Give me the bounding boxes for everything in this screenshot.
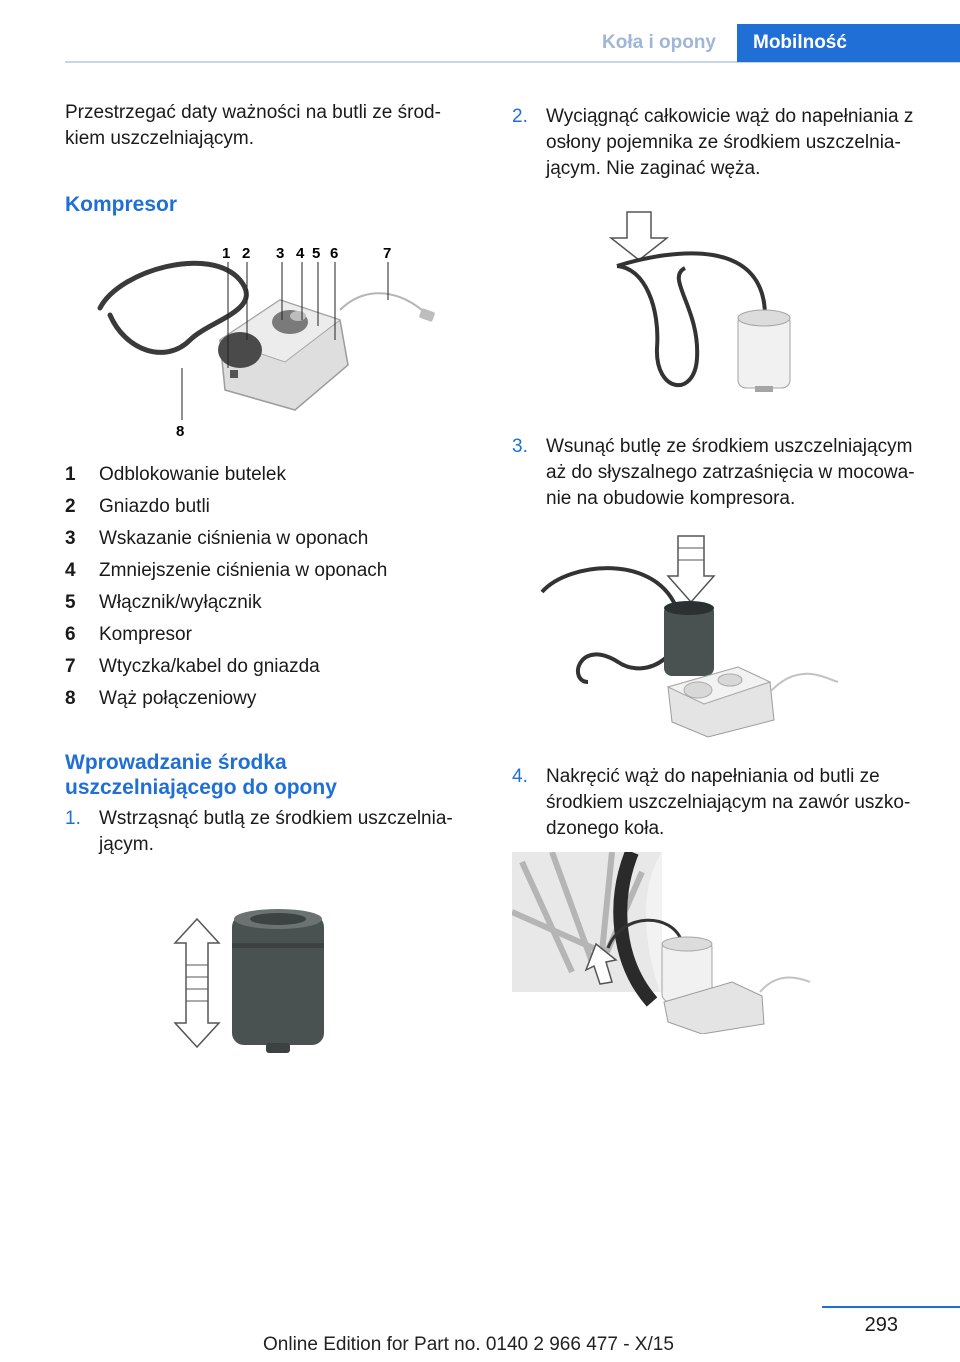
bottle-shake-figure [170, 905, 340, 1060]
legend-text: Wąż połączeniowy [99, 688, 257, 709]
callout-6: 6 [330, 245, 338, 262]
callout-8: 8 [176, 423, 184, 440]
footer-rule [822, 1306, 960, 1308]
legend-item: 7 Wtyczka/kabel do gniazda [65, 654, 475, 686]
step-item: 1. Wstrząsnąć butlą ze środkiem uszczelni… [65, 806, 475, 858]
step-item: 3. Wsunąć butlę ze środkiem uszczelniając… [512, 434, 930, 512]
callout-4: 4 [296, 245, 305, 262]
legend-item: 8 Wąż połączeniowy [65, 686, 475, 718]
step-text: Wsunąć butlę ze środkiem uszczelniającym… [546, 436, 915, 509]
legend-text: Wskazanie ciśnienia w oponach [99, 528, 369, 549]
bottle-shake-illustration [173, 909, 324, 1053]
down-arrow-icon [608, 211, 670, 261]
callout-5: 5 [312, 245, 320, 262]
section-heading: Wprowadzanie środka uszczelniającego do … [65, 751, 337, 799]
down-arrow-icon [666, 535, 716, 604]
legend-list: 1 Odblokowanie butelek 2 Gniazdo butli 3 Ws… [65, 462, 475, 718]
steps-list-left: 1. Wstrząsnąć butlą ze środkiem uszczelni… [65, 806, 475, 858]
hose-illustration [608, 211, 791, 392]
compressor-illustration: 1 2 3 4 5 6 7 8 [97, 245, 435, 440]
intro-paragraph: Przestrzegać daty ważności na butli ze ś… [65, 102, 441, 149]
kompresor-heading: Kompresor [65, 193, 178, 216]
legend-num: 1 [65, 464, 76, 485]
bottle-insert-figure [538, 532, 848, 742]
step-text: Wstrząsnąć butlą ze środkiem uszczelnia‐… [99, 808, 453, 855]
legend-text: Zmniejszenie ciśnienia w oponach [99, 560, 388, 581]
header-section-tab[interactable]: Koła i opony [602, 32, 716, 53]
legend-text: Włącznik/wyłącznik [99, 592, 262, 613]
legend-item: 2 Gniazdo butli [65, 494, 475, 526]
step4-block: 4. Nakręcić wąż do napełniania od butli z… [512, 764, 930, 842]
arrow-icon [584, 942, 618, 985]
legend-item: 6 Kompresor [65, 622, 475, 654]
callout-7: 7 [383, 245, 391, 262]
callout-1: 1 [222, 245, 230, 262]
step-item: 2. Wyciągnąć całkowicie wąż do napełniani… [512, 104, 930, 182]
bottle-insert-illustration [540, 535, 839, 738]
legend-num: 3 [65, 528, 76, 549]
up-down-arrow-icon [173, 917, 221, 1049]
edition-footer: Online Edition for Part no. 0140 2 966 4… [263, 1334, 674, 1355]
compressor-figure: 1 2 3 4 5 6 7 8 [90, 240, 450, 440]
header-chapter-tab[interactable]: Mobilność [737, 24, 960, 62]
wheel-illustration [512, 852, 811, 1034]
step-text: Wyciągnąć całkowicie wąż do napełniania … [546, 106, 914, 179]
page-number: 293 [864, 1314, 898, 1336]
legend-num: 8 [65, 688, 76, 709]
step-num: 2. [512, 106, 528, 127]
legend-block: 1 Odblokowanie butelek 2 Gniazdo butli 3 Ws… [65, 462, 475, 718]
legend-item: 1 Odblokowanie butelek [65, 462, 475, 494]
step-num: 4. [512, 766, 528, 787]
hose-figure [605, 208, 805, 398]
callout-2: 2 [242, 245, 250, 262]
legend-num: 4 [65, 560, 76, 581]
step-text: Nakręcić wąż do napełniania od butli ze … [546, 766, 911, 839]
steps-list-right: 2. Wyciągnąć całkowicie wąż do napełniani… [512, 104, 930, 182]
step-num: 1. [65, 808, 81, 829]
legend-num: 2 [65, 496, 76, 517]
wheel-figure [512, 852, 812, 1034]
step-item: 4. Nakręcić wąż do napełniania od butli z… [512, 764, 930, 842]
steps-list-right: 3. Wsunąć butlę ze środkiem uszczelniając… [512, 434, 930, 512]
steps-list-right: 4. Nakręcić wąż do napełniania od butli z… [512, 764, 930, 842]
legend-num: 5 [65, 592, 76, 613]
step2-block: 2. Wyciągnąć całkowicie wąż do napełniani… [512, 104, 930, 182]
legend-text: Wtyczka/kabel do gniazda [99, 656, 320, 677]
callout-3: 3 [276, 245, 284, 262]
legend-item: 5 Włącznik/wyłącznik [65, 590, 475, 622]
step-num: 3. [512, 436, 528, 457]
step3-block: 3. Wsunąć butlę ze środkiem uszczelniając… [512, 434, 930, 512]
legend-item: 3 Wskazanie ciśnienia w oponach [65, 526, 475, 558]
section-heading-block: Wprowadzanie środka uszczelniającego do … [65, 750, 365, 800]
legend-text: Gniazdo butli [99, 496, 210, 517]
legend-num: 6 [65, 624, 76, 645]
header-rule [65, 61, 960, 63]
legend-text: Odblokowanie butelek [99, 464, 286, 485]
legend-item: 4 Zmniejszenie ciśnienia w oponach [65, 558, 475, 590]
legend-text: Kompresor [99, 624, 192, 645]
legend-num: 7 [65, 656, 76, 677]
left-column: Przestrzegać daty ważności na butli ze ś… [65, 100, 475, 217]
step1-block: 1. Wstrząsnąć butlą ze środkiem uszczelni… [65, 806, 475, 858]
